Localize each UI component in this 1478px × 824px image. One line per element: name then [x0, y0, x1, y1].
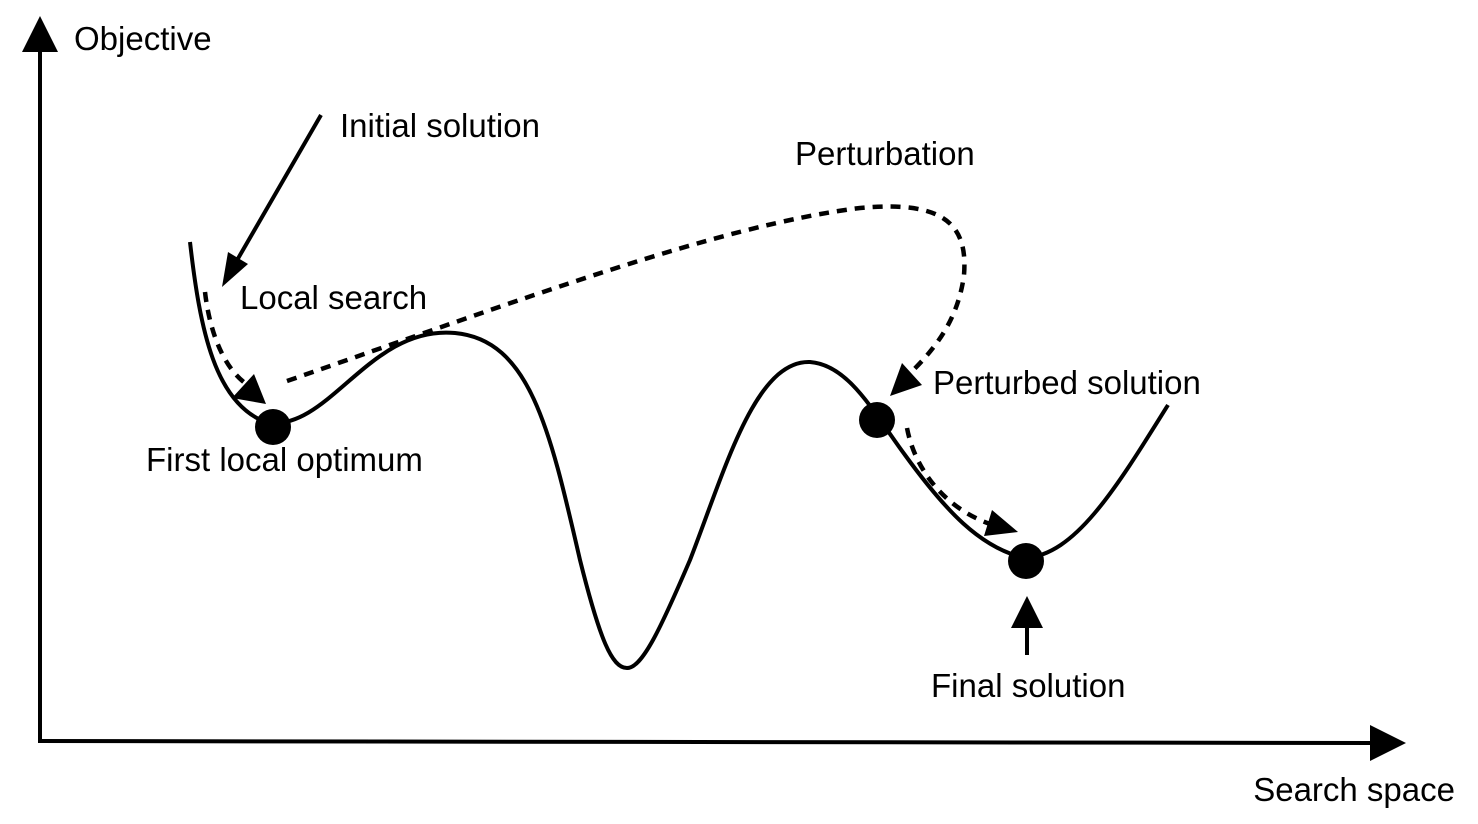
initial-solution-pointer-line [234, 113, 323, 264]
x-axis-label: Search space [1253, 771, 1455, 808]
first-local-optimum-dot [255, 409, 291, 445]
perturbed-solution-label: Perturbed solution [933, 364, 1201, 401]
perturbation-arrowhead [890, 363, 922, 396]
local-search-arrowhead [232, 374, 266, 404]
perturbation-label: Perturbation [795, 135, 975, 172]
y-axis-label: Objective [74, 20, 212, 57]
initial-solution-label: Initial solution [340, 107, 540, 144]
x-axis-arrowhead [1370, 725, 1406, 761]
initial-solution-pointer-arrowhead [222, 252, 248, 287]
final-solution-label: Final solution [931, 667, 1125, 704]
local-search-dashed-path [202, 291, 247, 385]
final-solution-dot [1008, 543, 1044, 579]
final-solution-pointer-arrowhead [1011, 596, 1043, 628]
second-local-search-dashed-path [904, 427, 991, 527]
x-axis-line [37, 739, 1373, 745]
objective-landscape-curve [188, 241, 1170, 670]
axes [22, 16, 1406, 761]
first-local-optimum-label: First local optimum [146, 441, 423, 478]
perturbation-dashed-path [286, 204, 967, 384]
perturbed-solution-dot [859, 402, 895, 438]
second-local-search-arrowhead [984, 510, 1018, 536]
local-search-label: Local search [240, 279, 427, 316]
y-axis-arrowhead [22, 16, 58, 52]
